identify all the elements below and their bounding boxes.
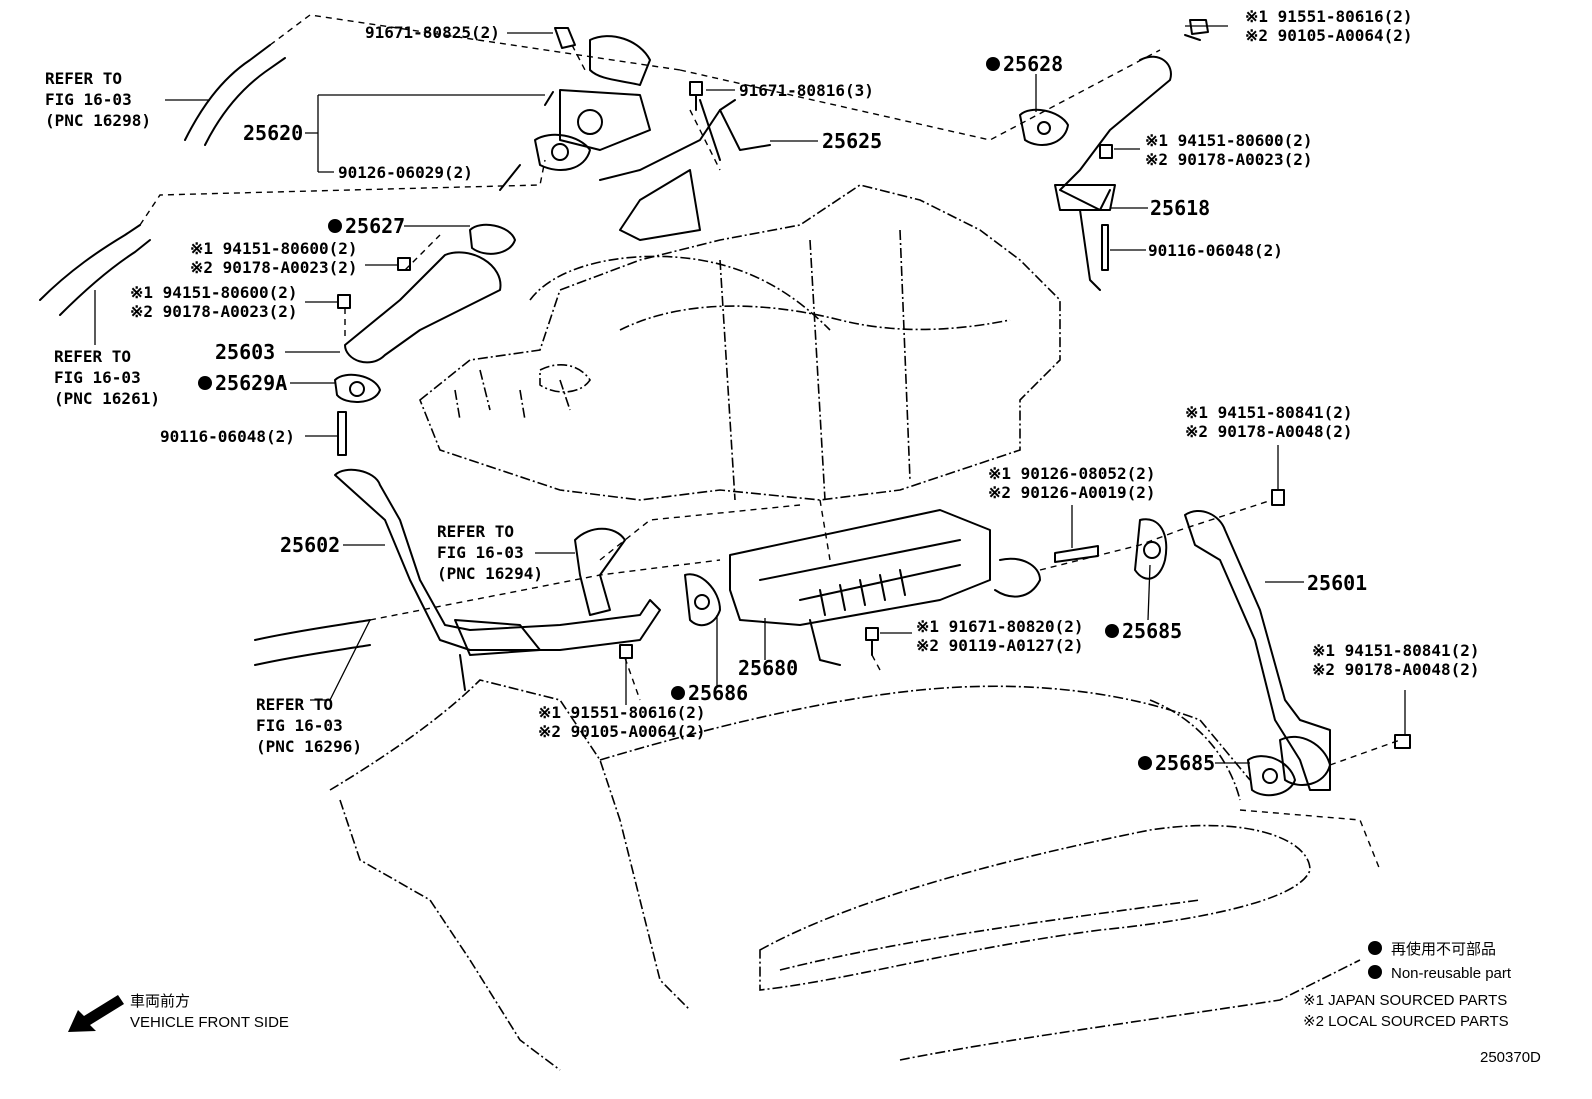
fasteners <box>337 19 1411 749</box>
label-25685-lower: 25685 <box>1155 751 1215 775</box>
label-25627: 25627 <box>345 214 405 238</box>
gasket-25685-lower <box>1247 755 1296 797</box>
egr-cooler-25680 <box>729 509 1041 666</box>
gasket-25629A <box>334 373 381 403</box>
legend-jp-nonreusable: 再使用不可部品 <box>1391 941 1496 958</box>
label-left-nut-2: ※1 94151-80600(2) ※2 90178-A0023(2) <box>130 283 307 321</box>
label-left-nut-1: ※1 94151-80600(2) ※2 90178-A0023(2) <box>190 239 367 277</box>
egr-valve-25620 <box>499 35 651 191</box>
label-right-nut-3: ※1 94151-80841(2) ※2 90178-A0048(2) <box>1312 641 1489 679</box>
nonreusable-marker <box>1368 941 1382 955</box>
assembly-lines <box>139 14 1401 871</box>
label-right-nut-2: ※1 94151-80841(2) ※2 90178-A0048(2) <box>1185 403 1362 441</box>
label-91671-80825: 91671-80825(2) <box>365 23 500 42</box>
label-90116-06048-left: 90116-06048(2) <box>160 427 295 446</box>
gasket-25686 <box>684 573 721 627</box>
figure-code: 250370D <box>1480 1049 1541 1066</box>
label-25603: 25603 <box>215 340 275 364</box>
legend: 再使用不可部品 Non-reusable part ※1 JAPAN SOURC… <box>1303 941 1512 1030</box>
label-top-right-bolt: ※1 91551-80616(2) ※2 90105-A0064(2) <box>1245 7 1422 45</box>
nonreusable-marker <box>1368 965 1382 979</box>
label-25618: 25618 <box>1150 196 1210 220</box>
label-25628: 25628 <box>1003 52 1063 76</box>
direction-en: VEHICLE FRONT SIDE <box>130 1014 289 1031</box>
nonreusable-marker <box>671 686 685 700</box>
egr-pipe-25603 <box>344 223 516 364</box>
nonreusable-marker <box>198 376 212 390</box>
label-25686: 25686 <box>688 681 748 705</box>
nonreusable-marker <box>986 57 1000 71</box>
label-25601: 25601 <box>1307 571 1367 595</box>
label-low-bolt: ※1 91551-80616(2) ※2 90105-A0064(2) <box>538 703 715 741</box>
legend-en-nonreusable: Non-reusable part <box>1391 965 1512 982</box>
label-right-stud: ※1 90126-08052(2) ※2 90126-A0019(2) <box>988 464 1165 502</box>
label-25629A: 25629A <box>215 371 287 395</box>
direction-jp: 車両前方 <box>130 993 190 1010</box>
leader-lines <box>94 25 1406 764</box>
label-25685-upper: 25685 <box>1122 619 1182 643</box>
egr-pipe-25601 <box>1184 510 1331 791</box>
gasket-25628 <box>1019 108 1069 146</box>
arrow-down-left-icon <box>68 995 124 1032</box>
label-90126-06029: 90126-06029(2) <box>338 163 473 182</box>
legend-local-sourced: ※2 LOCAL SOURCED PARTS <box>1303 1013 1509 1030</box>
legend-japan-sourced: ※1 JAPAN SOURCED PARTS <box>1303 992 1507 1009</box>
label-mid-bolt: ※1 91671-80820(2) ※2 90119-A0127(2) <box>916 617 1093 655</box>
label-25602: 25602 <box>280 533 340 557</box>
gasket-25685-upper <box>1134 518 1168 580</box>
nonreusable-marker <box>328 219 342 233</box>
label-91671-80816: 91671-80816(3) <box>739 81 874 100</box>
refer-16298: REFER TO FIG 16-03 (PNC 16298) <box>45 69 151 130</box>
refer-16296: REFER TO FIG 16-03 (PNC 16296) <box>256 695 362 756</box>
label-25680: 25680 <box>738 656 798 680</box>
egr-bracket-25625 <box>599 99 771 241</box>
egr-pipe-25602 <box>334 468 661 691</box>
nonreusable-marker <box>1138 756 1152 770</box>
engine-outline <box>329 184 1361 1071</box>
label-right-nut-1: ※1 94151-80600(2) ※2 90178-A0023(2) <box>1145 131 1322 169</box>
vehicle-front-indicator: 車両前方 VEHICLE FRONT SIDE <box>68 993 289 1032</box>
egr-pipe-25618 <box>1054 55 1172 291</box>
hoses <box>39 44 626 666</box>
label-90116-06048-right: 90116-06048(2) <box>1148 241 1283 260</box>
part-labels: 91671-80825(2) 25620 90126-06029(2) 9167… <box>45 7 1489 775</box>
refer-16261: REFER TO FIG 16-03 (PNC 16261) <box>54 347 160 408</box>
nonreusable-marker <box>1105 624 1119 638</box>
label-25625: 25625 <box>822 129 882 153</box>
refer-16294: REFER TO FIG 16-03 (PNC 16294) <box>437 522 543 583</box>
label-25620: 25620 <box>243 121 303 145</box>
